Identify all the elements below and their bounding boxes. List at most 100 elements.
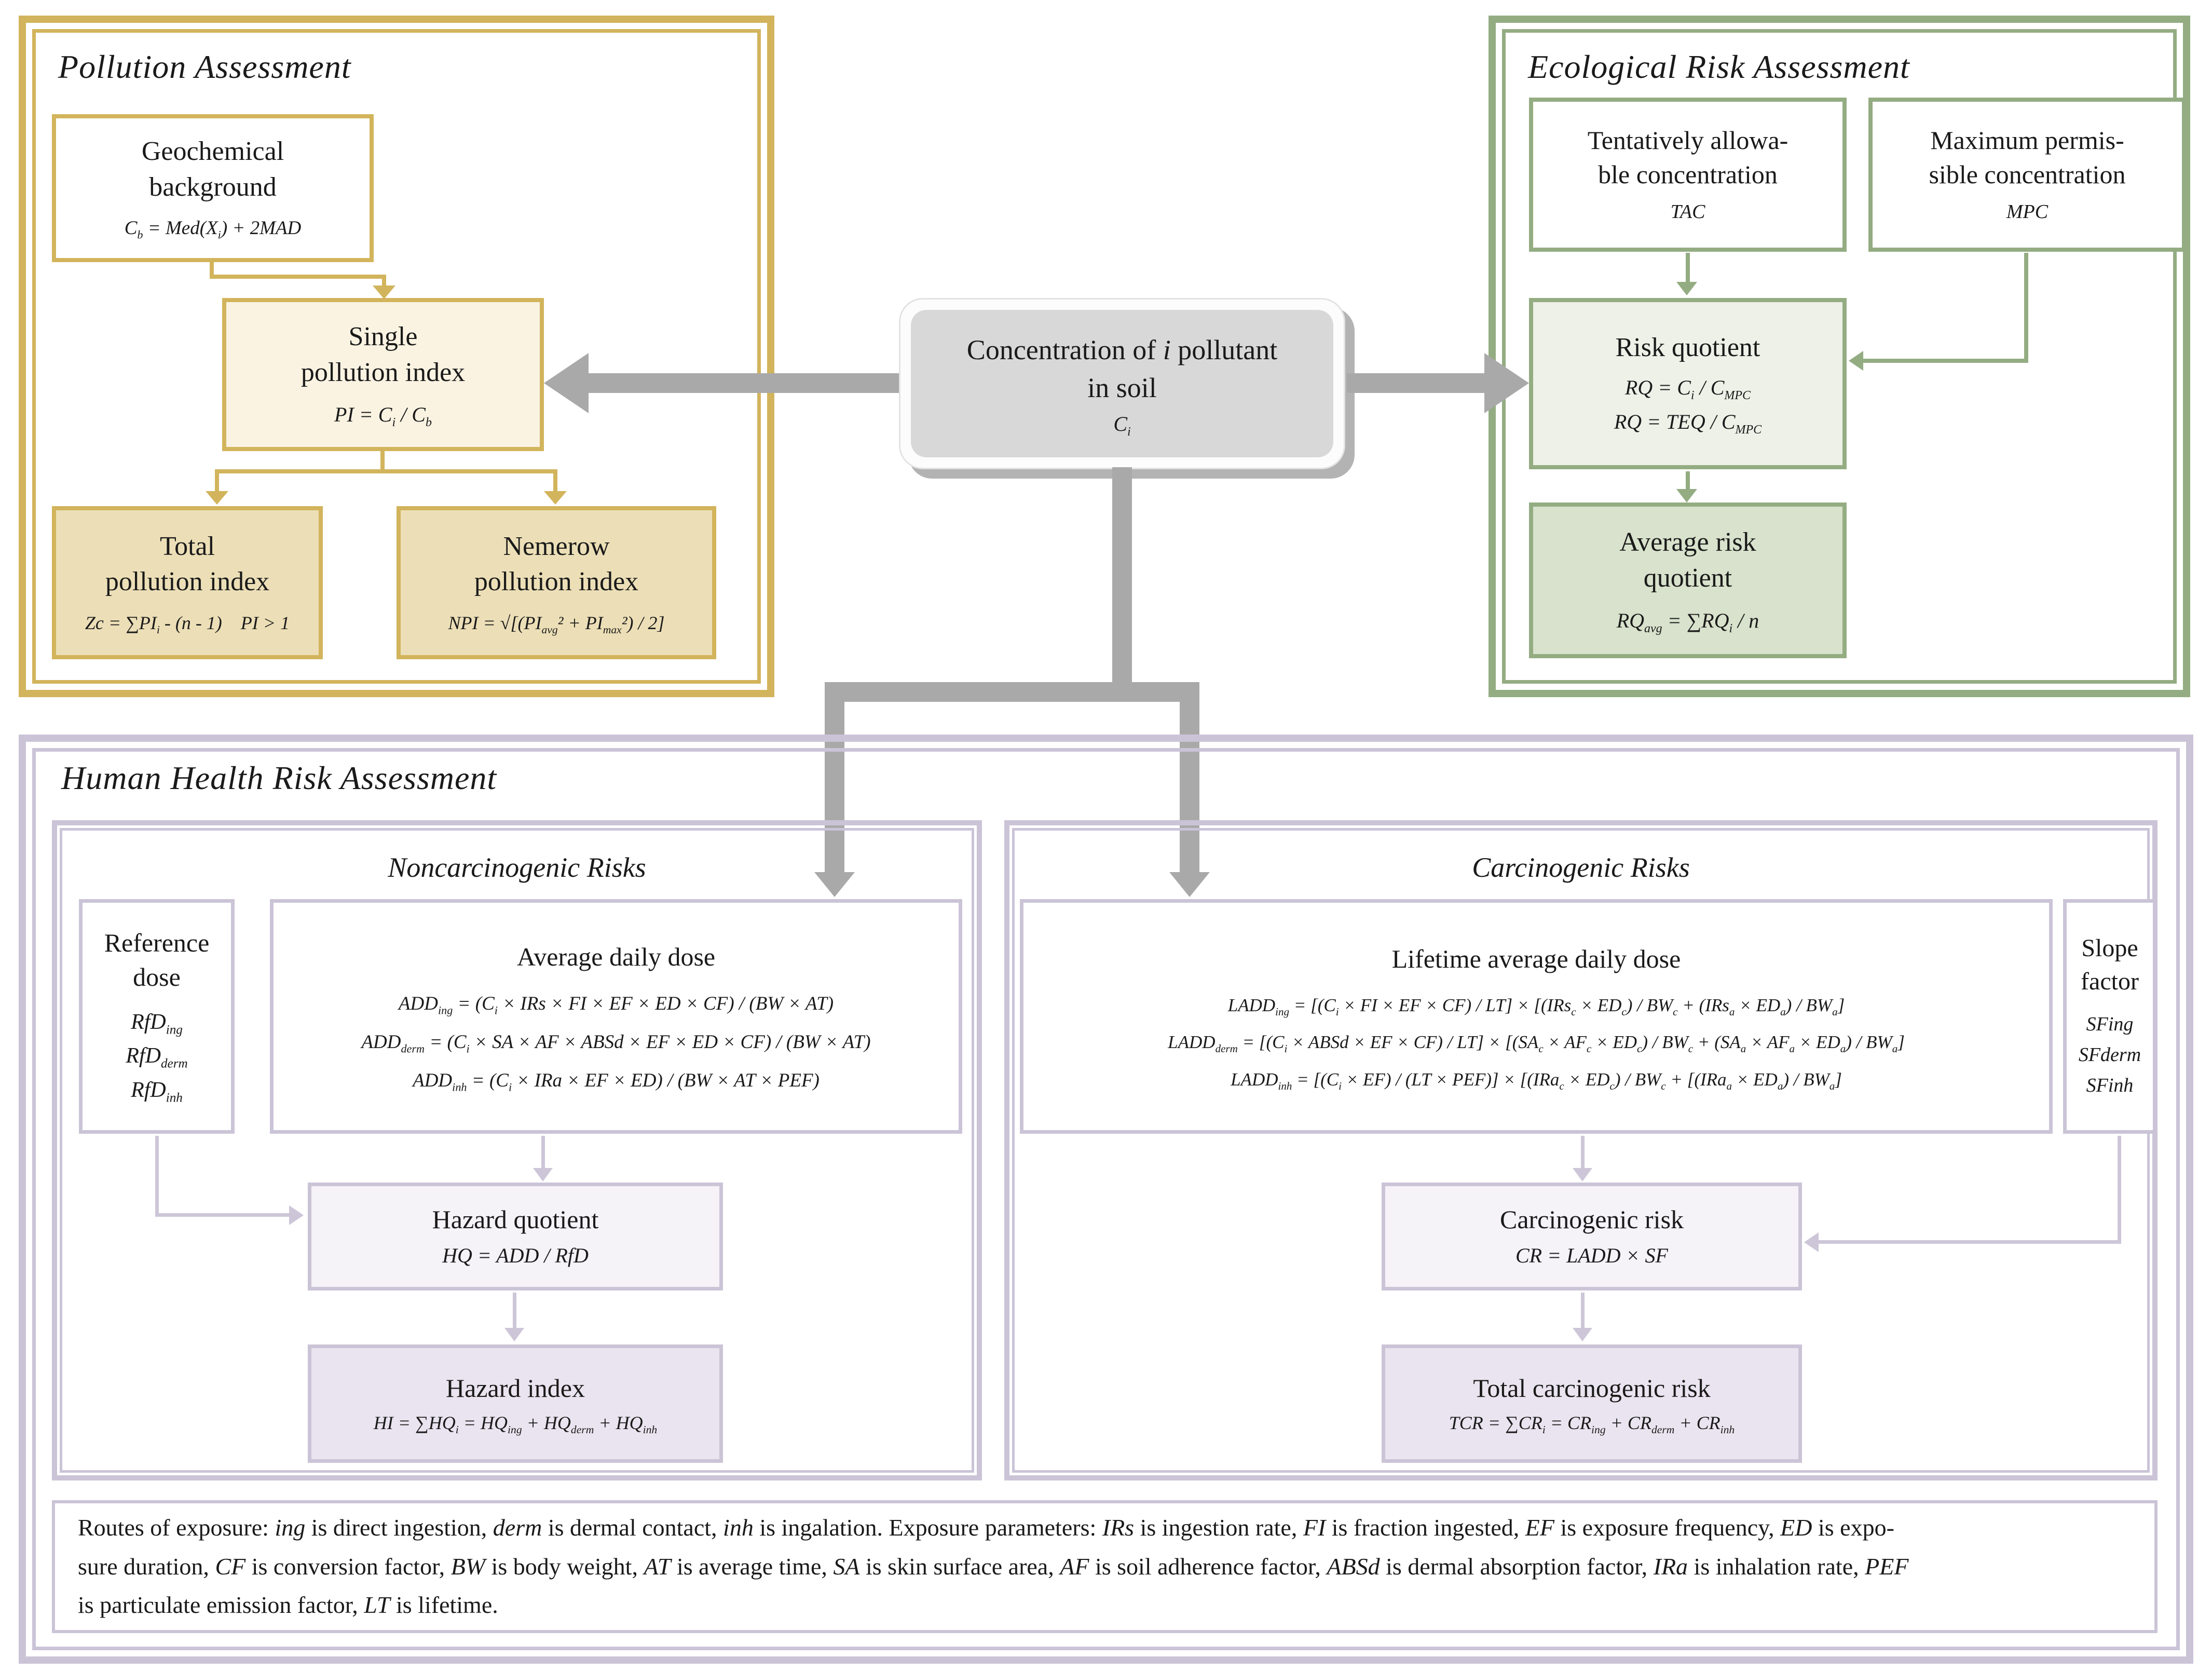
sf-inh: SFinh xyxy=(2086,1074,2134,1096)
average-daily-dose-box: Average daily dose ADDing = (Ci × IRs × … xyxy=(270,899,962,1134)
arrowhead-into-single-index xyxy=(373,286,395,299)
arrowhead-into-risk-quotient-right xyxy=(1849,351,1863,371)
pollution-assessment-title: Pollution Assessment xyxy=(58,48,351,85)
total-carcinogenic-risk-title: Total carcinogenic risk xyxy=(1473,1373,1711,1403)
noncarcinogenic-title: Noncarcinogenic Risks xyxy=(388,852,646,883)
connector-mpc-left xyxy=(1863,359,2028,363)
mpc-title: Maximum permis-sible concentration xyxy=(1929,125,2126,189)
connector-sf-left xyxy=(1818,1240,2121,1244)
add-inh-formula: ADDinh = (Ci × IRa × EF × ED) / (BW × AT… xyxy=(413,1070,820,1094)
connector-ladd-down xyxy=(1581,1136,1585,1169)
average-risk-quotient-formula: RQavg = ∑RQi / n xyxy=(1616,608,1759,635)
human-health-panel xyxy=(19,735,2193,1664)
arrow-to-carc-head xyxy=(1169,872,1210,897)
carcinogenic-title: Carcinogenic Risks xyxy=(1472,852,1690,883)
add-ing-formula: ADDing = (Ci × IRs × FI × EF × ED × CF) … xyxy=(398,993,834,1017)
connector-geochem-down2 xyxy=(382,275,386,287)
risk-quotient-formula-1: RQ = Ci / CMPC xyxy=(1624,376,1751,403)
connector-refdose-down xyxy=(155,1136,159,1217)
carcinogenic-risk-formula: CR = LADD × SF xyxy=(1515,1244,1668,1267)
tac-box: Tentatively allowa-ble concentration TAC xyxy=(1529,98,1847,252)
connector-single-down xyxy=(380,451,385,473)
ecological-risk-title: Ecological Risk Assessment xyxy=(1528,48,1910,85)
arrow-center-to-single-head xyxy=(544,353,589,413)
arrow-center-down-bar xyxy=(825,682,1199,702)
carcinogenic-panel xyxy=(1004,820,2158,1480)
mpc-box: Maximum permis-sible concentration MPC xyxy=(1868,98,2186,252)
arrowhead-into-nemerow-index xyxy=(544,491,567,505)
connector-mpc-down xyxy=(2024,253,2028,363)
arrowhead-into-average-risk-quotient xyxy=(1676,489,1697,502)
average-daily-dose-title: Average daily dose xyxy=(516,942,716,971)
connector-split-bar xyxy=(215,469,557,473)
human-health-title: Human Health Risk Assessment xyxy=(61,759,497,796)
rfd-inh: RfDinh xyxy=(131,1078,183,1105)
connector-split-left-down xyxy=(215,469,219,492)
ladd-inh-formula: LADDinh = [(Ci × EF) / (LT × PEF)] × [(I… xyxy=(1231,1069,1842,1092)
connector-cr-down xyxy=(1581,1293,1585,1329)
arrow-center-down-stem xyxy=(1112,467,1132,682)
arrowhead-into-carcinogenic-risk-right xyxy=(1804,1232,1819,1252)
arrow-to-carc-stem xyxy=(1180,702,1199,873)
ladd-ing-formula: LADDing = [(Ci × FI × EF × CF) / LT] × [… xyxy=(1227,995,1845,1018)
connector-tac-down xyxy=(1686,253,1690,283)
arrowhead-into-hazard-quotient-top xyxy=(533,1168,553,1181)
connector-rq-down xyxy=(1686,471,1690,490)
hazard-index-formula: HI = ∑HQi = HQing + HQderm + HQinh xyxy=(373,1412,658,1436)
arrow-center-to-rq-bar xyxy=(1347,373,1488,393)
arrow-to-noncarc-head xyxy=(814,872,855,897)
geochemical-background-formula: Cb = Med(Xi) + 2MAD xyxy=(124,218,302,241)
sf-ing: SFing xyxy=(2086,1013,2134,1036)
hazard-quotient-title: Hazard quotient xyxy=(432,1205,599,1234)
arrowhead-into-hazard-index xyxy=(504,1328,524,1341)
lifetime-average-daily-dose-box: Lifetime average daily dose LADDing = [(… xyxy=(1020,899,2053,1134)
lifetime-average-daily-dose-title: Lifetime average daily dose xyxy=(1391,944,1681,973)
arrowhead-into-hazard-quotient-left xyxy=(289,1205,304,1225)
total-pollution-index-formula: Zc = ∑PIi - (n - 1) PI > 1 xyxy=(85,613,290,636)
note-box: Routes of exposure: ing is direct ingest… xyxy=(52,1500,2158,1633)
note-line-3: is particulate emission factor, LT is li… xyxy=(78,1592,498,1619)
total-carcinogenic-risk-formula: TCR = ∑CRi = CRing + CRderm + CRinh xyxy=(1449,1412,1735,1436)
connector-geochem-down xyxy=(210,261,214,279)
arrow-center-to-rq-head xyxy=(1484,353,1529,413)
connector-refdose-right xyxy=(155,1213,291,1217)
note-line-2: sure duration, CF is conversion factor, … xyxy=(78,1553,1909,1580)
tac-title: Tentatively allowa-ble concentration xyxy=(1587,125,1788,189)
risk-quotient-title: Risk quotient xyxy=(1615,332,1760,362)
rfd-ing: RfDing xyxy=(131,1010,183,1037)
arrowhead-into-total-index xyxy=(206,491,228,505)
connector-hq-down xyxy=(513,1293,516,1329)
hazard-quotient-formula: HQ = ADD / RfD xyxy=(442,1244,589,1267)
single-pollution-index-formula: PI = Ci / Cb xyxy=(334,403,432,430)
hazard-index-title: Hazard index xyxy=(446,1373,585,1403)
arrowhead-into-risk-quotient-top xyxy=(1676,282,1697,295)
carcinogenic-risk-box: Carcinogenic risk CR = LADD × SF xyxy=(1382,1183,1802,1290)
rfd-derm: RfDderm xyxy=(126,1044,188,1071)
arrowhead-into-total-carcinogenic-risk xyxy=(1573,1328,1592,1341)
mpc-abbr: MPC xyxy=(2006,200,2049,223)
add-derm-formula: ADDderm = (Ci × SA × AF × ABSd × EF × ED… xyxy=(361,1031,871,1055)
ladd-derm-formula: LADDderm = [(Ci × ABSd × EF × CF) / LT] … xyxy=(1168,1032,1905,1055)
hazard-quotient-box: Hazard quotient HQ = ADD / RfD xyxy=(308,1183,723,1290)
nemerow-pollution-index-formula: NPI = √[(PIavg² + PImax²) / 2] xyxy=(448,613,665,636)
carcinogenic-risk-title: Carcinogenic risk xyxy=(1499,1205,1684,1234)
tac-abbr: TAC xyxy=(1670,200,1705,223)
